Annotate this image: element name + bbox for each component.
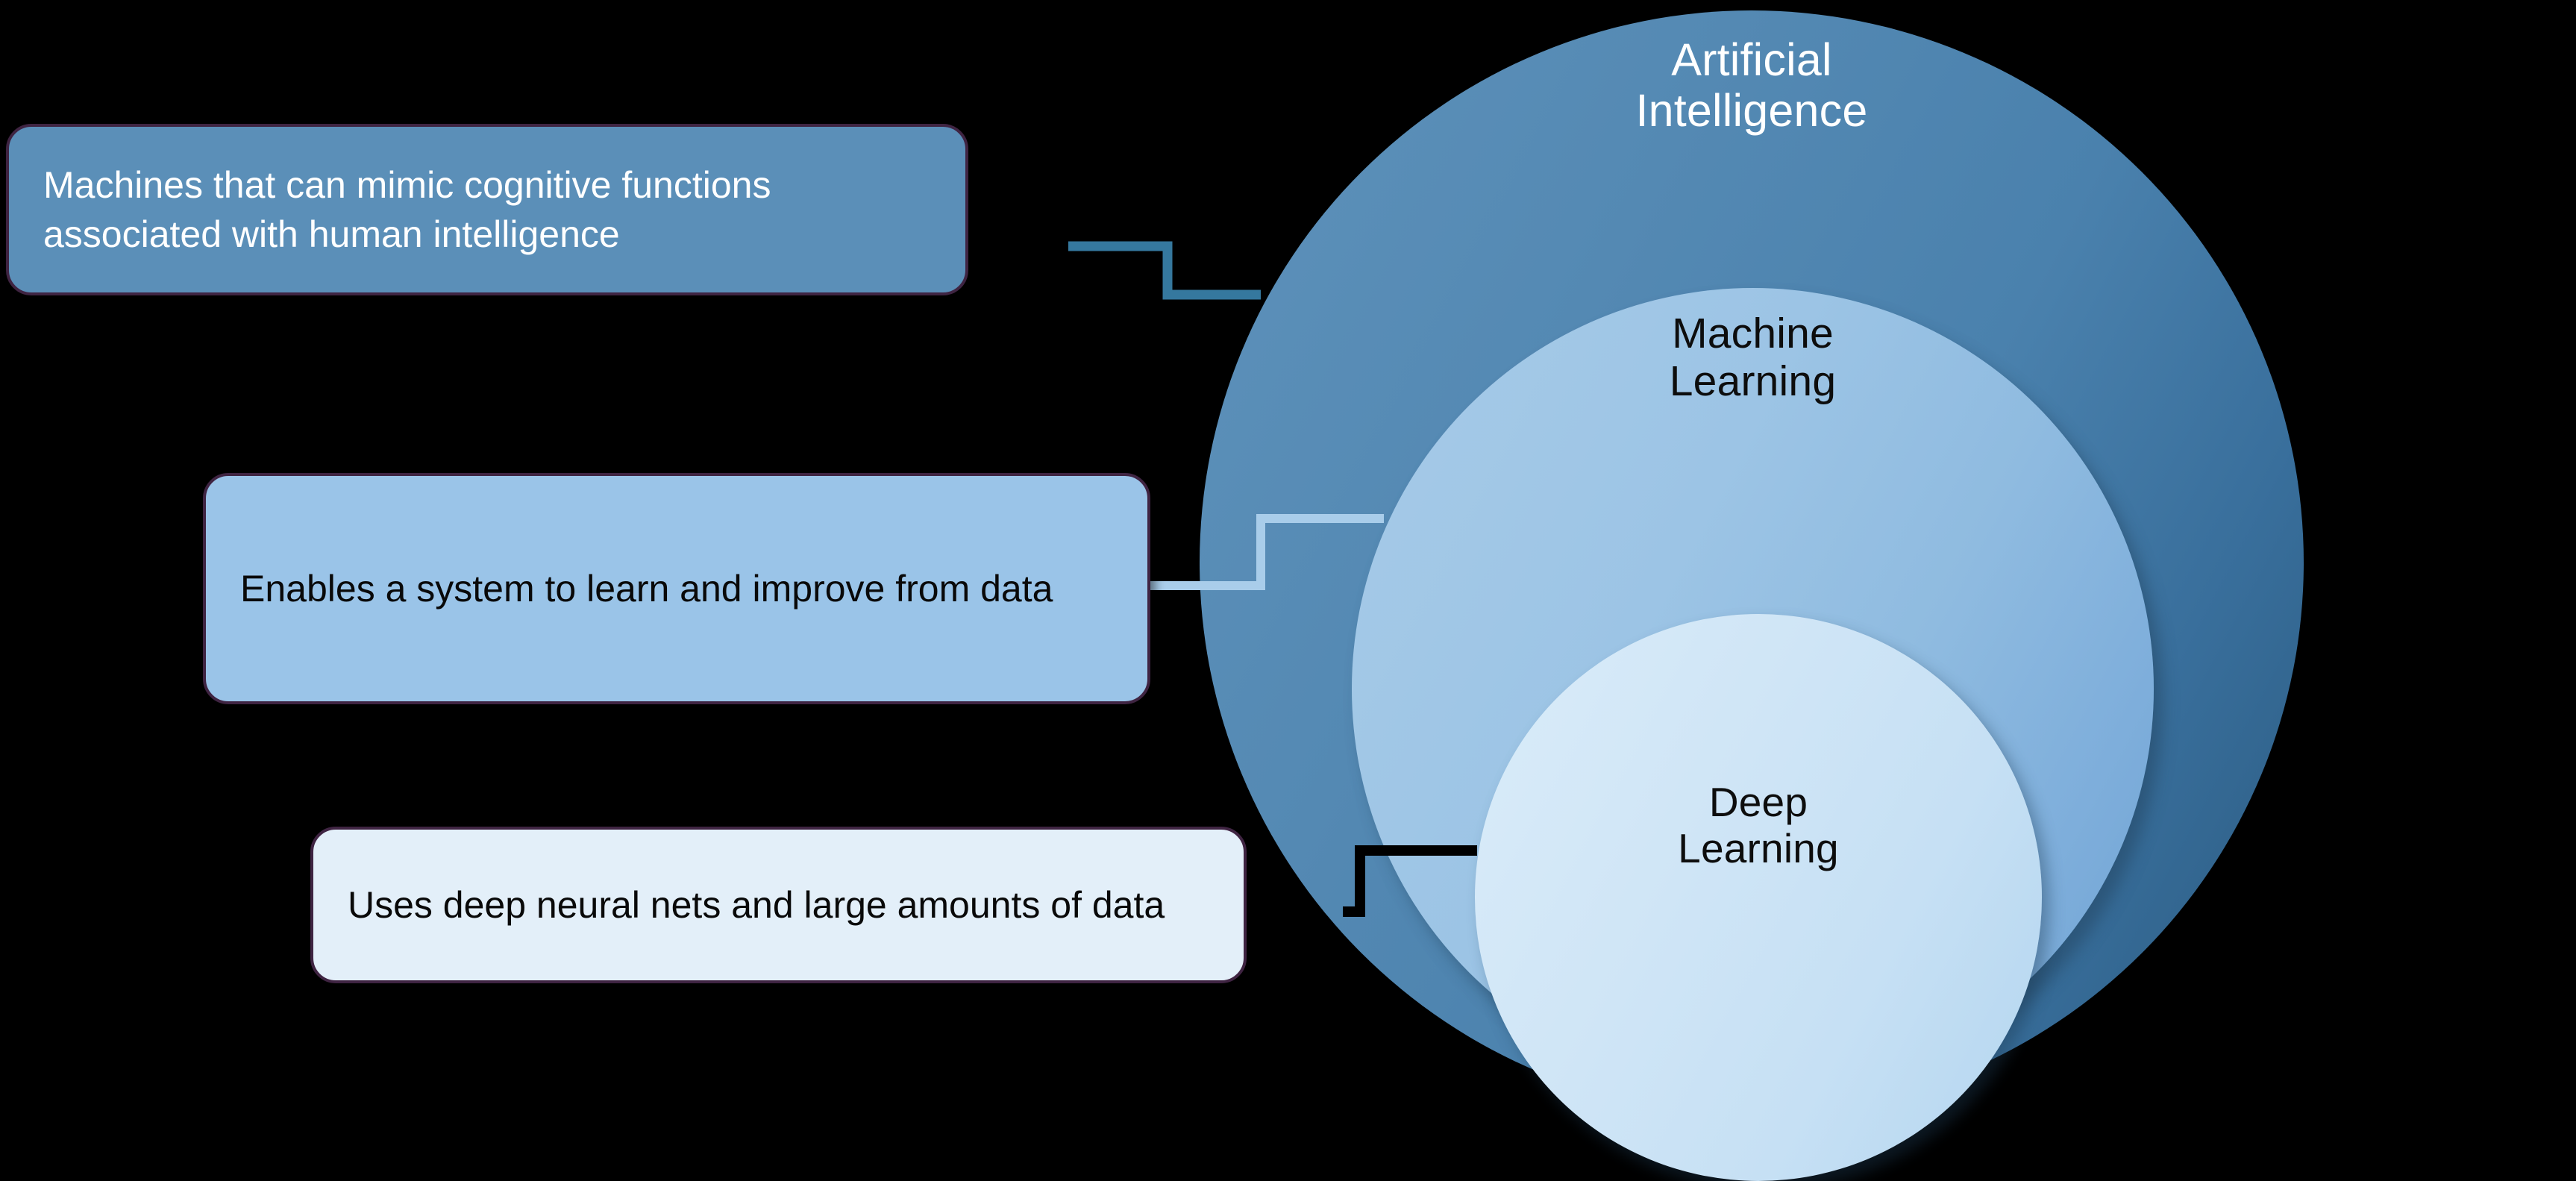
diagram-canvas: Artificial Intelligence Machine Learning… — [6, 10, 2304, 1181]
circle-label-artificial-intelligence: Artificial Intelligence — [1635, 34, 1868, 137]
callout-artificial-intelligence[interactable]: Machines that can mimic cognitive functi… — [6, 124, 968, 295]
callout-text-deep-learning: Uses deep neural nets and large amounts … — [348, 884, 1165, 926]
circle-label-machine-learning: Machine Learning — [1669, 310, 1837, 405]
circle-deep-learning[interactable]: Deep Learning — [1475, 614, 2042, 1181]
callout-text-machine-learning: Enables a system to learn and improve fr… — [240, 568, 1053, 610]
callout-deep-learning[interactable]: Uses deep neural nets and large amounts … — [310, 827, 1247, 983]
callout-text-artificial-intelligence: Machines that can mimic cognitive functi… — [43, 164, 771, 255]
callout-machine-learning[interactable]: Enables a system to learn and improve fr… — [203, 473, 1150, 704]
circle-label-deep-learning: Deep Learning — [1678, 779, 1839, 871]
connector-artificial-intelligence — [1068, 241, 1261, 300]
